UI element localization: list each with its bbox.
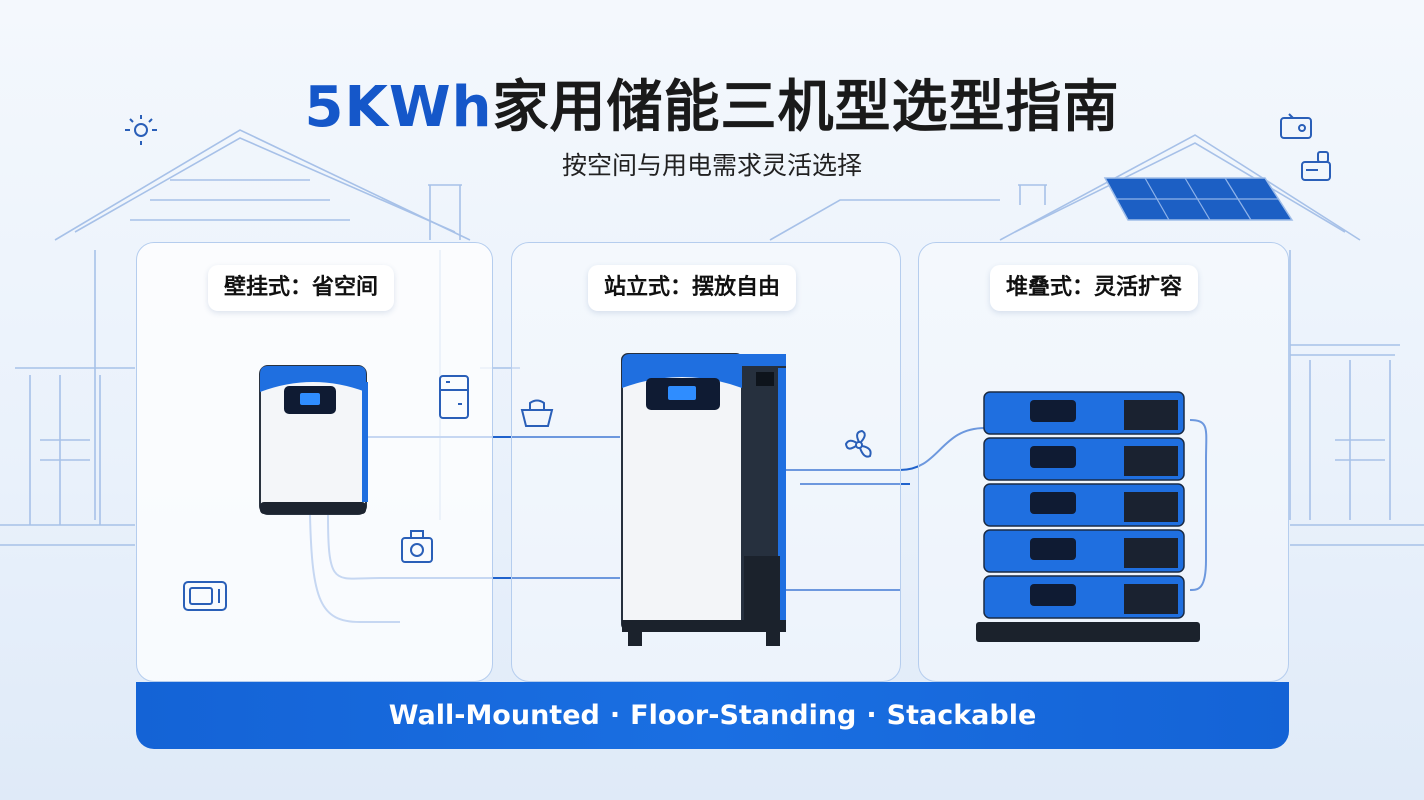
basket-icon: [520, 399, 554, 427]
wall-mounted-battery: [259, 365, 368, 515]
panel-label-floor-standing: 站立式：摆放自由: [588, 265, 797, 311]
stackable-battery: [976, 391, 1200, 642]
kettle-icon: [1301, 151, 1331, 181]
footer-item-wall-mounted: Wall-Mounted: [388, 700, 600, 731]
radio-icon: [1280, 113, 1312, 139]
stack-modules: [983, 391, 1185, 619]
panel-label-wall-mounted: 壁挂式：省空间: [208, 265, 395, 311]
title-text: 家用储能三机型选型指南: [492, 75, 1120, 140]
page-subtitle: 按空间与用电需求灵活选择: [561, 151, 862, 180]
footer-separator: ·: [866, 700, 877, 731]
floor-standing-battery: [621, 353, 786, 646]
footer-banner: Wall-Mounted · Floor-Standing · Stackabl…: [136, 682, 1289, 749]
fan-icon: [844, 429, 872, 458]
sun-icon: [125, 115, 157, 145]
title-accent: 5KWh: [304, 75, 493, 140]
camera-icon: [401, 530, 433, 563]
footer-item-stackable: Stackable: [886, 700, 1037, 731]
fridge-icon: [439, 375, 469, 419]
panel-label-stackable: 堆叠式：灵活扩容: [990, 265, 1199, 311]
microwave-icon: [183, 581, 227, 611]
footer-item-floor-standing: Floor-Standing: [630, 700, 857, 731]
page-title: 5KWh家用储能三机型选型指南: [0, 62, 1424, 143]
footer-separator: ·: [609, 700, 621, 731]
